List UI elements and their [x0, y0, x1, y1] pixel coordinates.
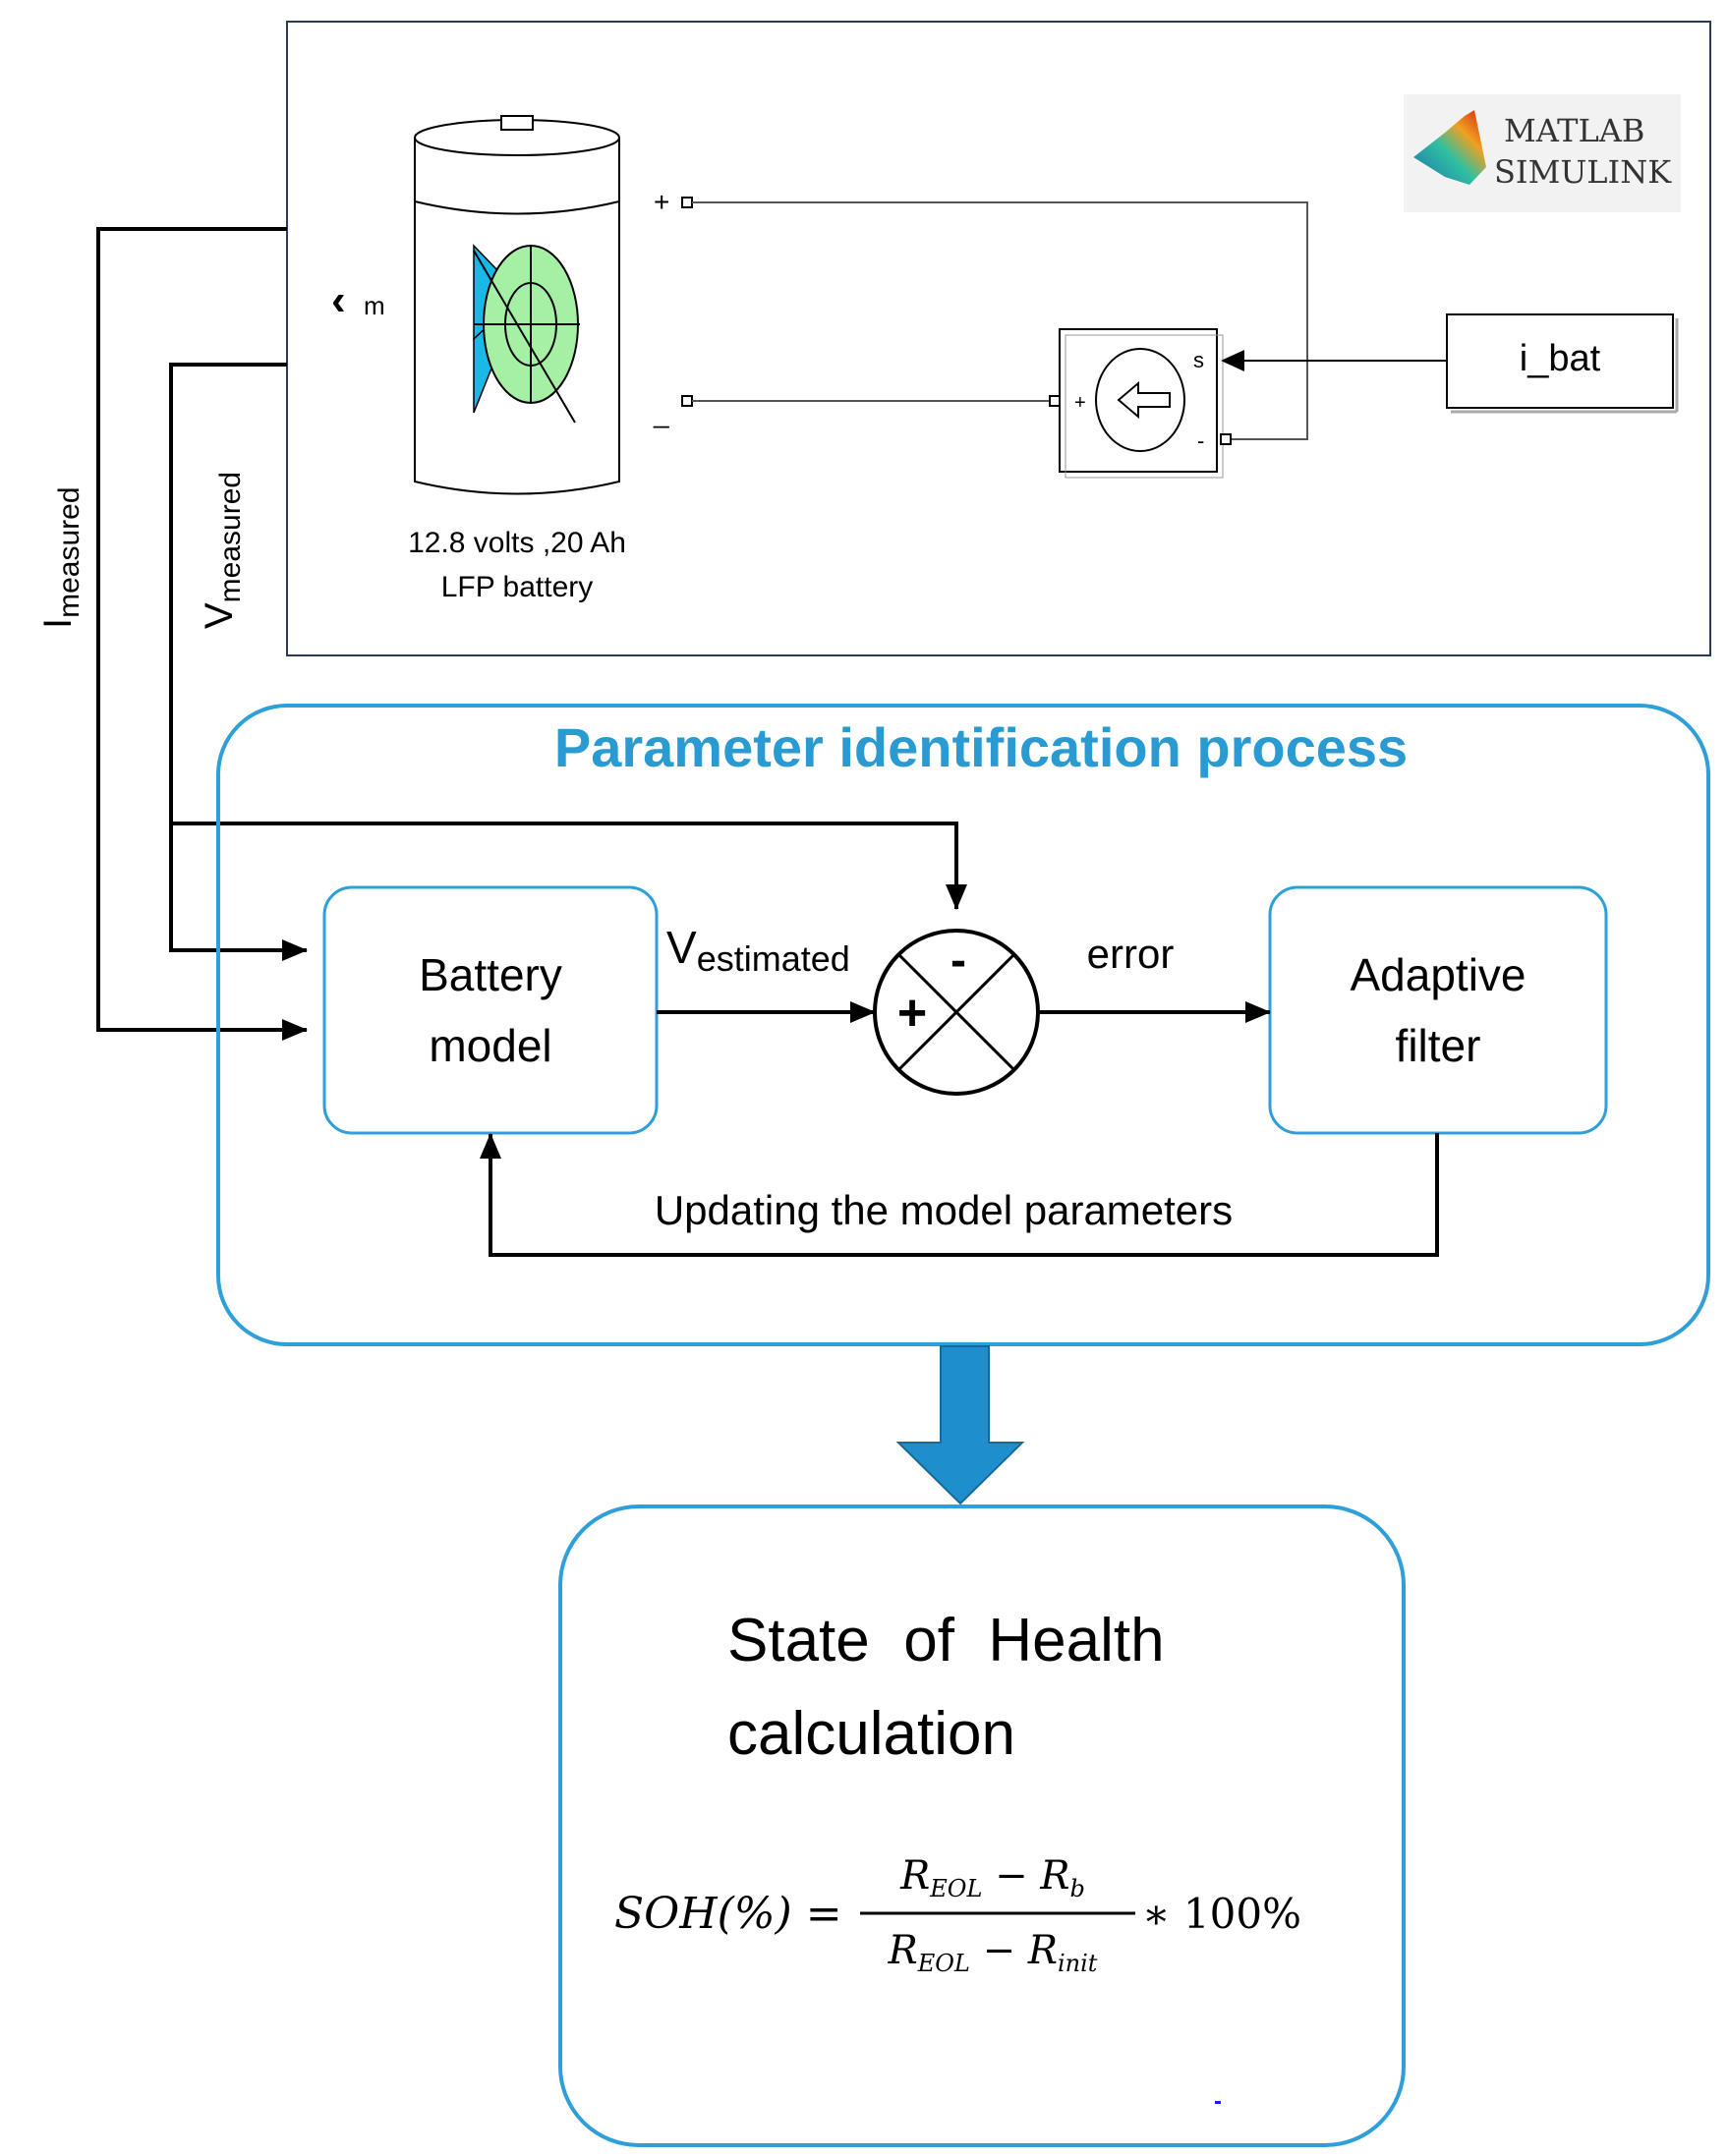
source-plus-label: + [1074, 392, 1086, 414]
logo-line2: SIMULINK [1494, 153, 1672, 191]
soh-title-line1: State of Health [727, 1607, 1165, 1674]
battery-model-line1: Battery [419, 949, 562, 1000]
sum-minus-sign: - [950, 935, 966, 987]
battery-minus-port-label: _ [653, 398, 669, 428]
matlab-membrane-icon [1413, 110, 1486, 185]
battery-minus-port[interactable] [681, 395, 693, 407]
process-container [216, 704, 1710, 1346]
error-label: error [1087, 931, 1175, 977]
process-title: Parameter identification process [554, 716, 1408, 778]
soh-lhs: SOH(%) = [614, 1889, 842, 1939]
v-measured-to-sum-line [171, 822, 967, 910]
update-feedback-line [480, 1133, 1439, 1257]
source-s-label: s [1193, 348, 1204, 372]
update-label: Updating the model parameters [655, 1187, 1233, 1233]
v-measured-label: Vmeasured [198, 472, 247, 629]
controlled-current-source-block[interactable] [1059, 328, 1224, 479]
adaptive-filter-block[interactable] [1268, 885, 1608, 1135]
soh-formula: SOH(%) = REOL − Rb REOL − Rinit ∗ 100% [614, 1853, 1301, 1977]
battery-symbol-icon [473, 244, 580, 424]
adaptive-filter-line1: Adaptive [1350, 949, 1526, 1000]
svg-text:Imeasured: Imeasured [36, 486, 86, 629]
v-measured-line [169, 363, 308, 961]
ibat-label: i_bat [1520, 338, 1601, 379]
battery-model-block[interactable] [322, 885, 659, 1135]
soh-calculation-box [558, 1504, 1406, 2147]
v-estimated-label: Vestimated [666, 922, 850, 979]
ibat-block[interactable] [1446, 313, 1674, 409]
source-minus-label: - [1197, 428, 1204, 453]
battery-plus-port-label: + [654, 187, 669, 217]
battery-plus-port[interactable] [681, 197, 693, 208]
soh-title-line2: calculation [727, 1700, 1015, 1768]
soh-denominator: REOL − Rinit [888, 1928, 1098, 1977]
ibat-signal-arrowhead [1221, 350, 1244, 371]
soh-rhs: ∗ 100% [1142, 1890, 1301, 1938]
svg-text:Vmeasured: Vmeasured [198, 472, 247, 629]
source-plus-port[interactable] [1049, 395, 1061, 407]
sum-plus-sign: + [897, 985, 927, 1042]
battery-m-chevron-icon: ‹ [331, 276, 346, 324]
battery-block[interactable] [414, 115, 620, 495]
battery-m-label: m [364, 291, 385, 320]
down-arrow-icon [895, 1345, 1025, 1505]
soh-numerator: REOL − Rb [899, 1853, 1085, 1902]
i-measured-label: Imeasured [36, 486, 86, 629]
i-measured-line [96, 227, 308, 1041]
battery-model-line2: model [429, 1020, 551, 1071]
logo-line1: MATLAB [1504, 112, 1644, 149]
adaptive-filter-line2: filter [1396, 1020, 1481, 1071]
matlab-simulink-logo: MATLAB SIMULINK [1404, 94, 1681, 212]
wire-plus [692, 201, 1308, 440]
current-arrow-icon [1117, 380, 1171, 420]
source-minus-port[interactable] [1220, 433, 1232, 445]
battery-caption-line2: LFP battery [441, 571, 594, 603]
battery-caption-line1: 12.8 volts ,20 Ah [408, 527, 626, 559]
stray-dot [1215, 2101, 1221, 2104]
